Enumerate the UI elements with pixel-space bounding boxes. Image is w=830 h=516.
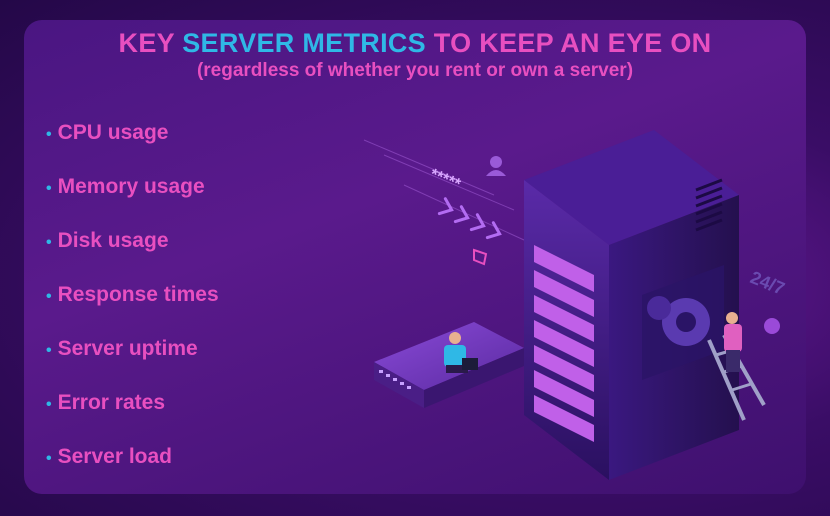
metric-label: Server uptime [57,337,198,360]
bullet-icon: • [46,180,52,197]
server-units [534,245,594,442]
small-gear-icon [764,318,780,334]
person-head [449,332,461,344]
title-part-1: KEY [118,28,183,58]
server-rack [524,130,739,480]
workstation [374,322,524,408]
bullet-icon: • [46,288,52,305]
arrows-icon [437,197,502,240]
list-item: • Server uptime [46,336,219,390]
metric-label: Disk usage [57,229,169,252]
page-title: KEY SERVER METRICS TO KEEP AN EYE ON [24,28,806,59]
list-item: • Error rates [46,390,219,444]
list-item: • CPU usage [46,120,219,174]
availability-label: 24/7 [748,267,788,299]
bullet-icon: • [46,342,52,359]
list-item: • Memory usage [46,174,219,228]
title-accent: SERVER METRICS [182,28,426,58]
technician-figure [707,312,766,421]
metrics-list: • CPU usage • Memory usage • Disk usage • Re… [46,120,219,494]
list-item: • Disk usage [46,228,219,282]
bullet-icon: • [46,396,52,413]
bullet-icon: • [46,450,52,467]
person-body [444,345,466,367]
bullet-icon: • [46,126,52,143]
page-subtitle: (regardless of whether you rent or own a… [196,60,634,81]
password-glyph: ***** [428,166,464,194]
laptop-icon [462,358,478,370]
user-icon [486,156,506,176]
list-item: • Response times [46,282,219,336]
shield-icon [473,248,488,266]
metric-label: Response times [57,283,219,306]
title-part-2: TO KEEP AN EYE ON [426,28,712,58]
bullet-icon: • [46,234,52,251]
metric-label: Server load [57,445,173,468]
data-stream-lines [363,139,525,241]
metric-label: Error rates [57,391,165,414]
list-item: • Server load [46,444,219,494]
metric-label: Memory usage [57,175,205,198]
infographic-panel: KEY SERVER METRICS TO KEEP AN EYE ON (re… [24,20,806,494]
metric-label: CPU usage [57,121,169,144]
server-illustration: ***** [363,130,788,480]
